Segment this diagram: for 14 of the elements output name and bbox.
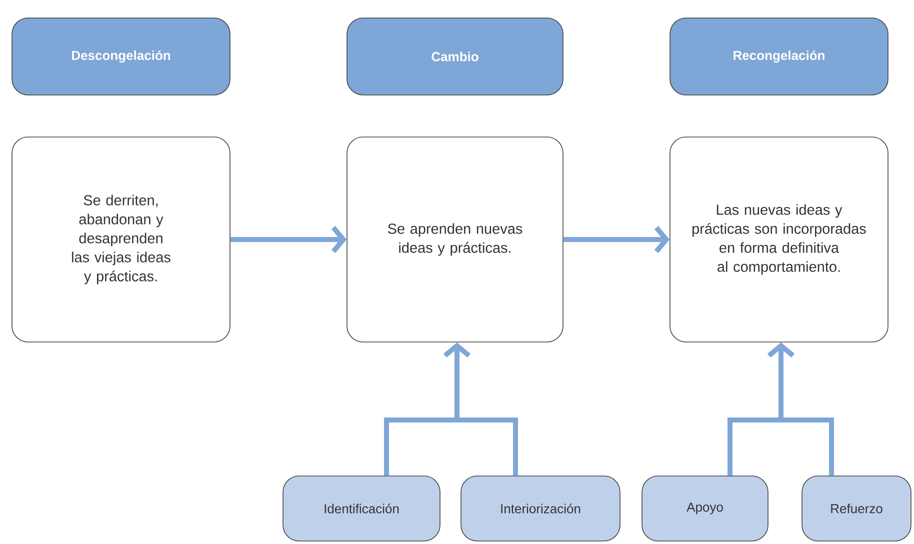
description-box: Se aprenden nuevas ideas y prácticas. <box>346 136 564 342</box>
arrow <box>767 342 795 422</box>
factor-box: Identificación <box>282 476 440 542</box>
factor-box: Apoyo <box>642 476 768 542</box>
stage-header-box: Recongelación <box>670 18 888 96</box>
arrow <box>563 226 670 254</box>
description-box: Las nuevas ideas y prácticas son incorporadas en forma definitiva al comportamiento. <box>670 136 888 342</box>
description-box: Se derriten, abandonan y desaprenden las viejas ideas y prácticas. <box>12 136 230 342</box>
factor-box: Interiorización <box>460 476 620 542</box>
stage-header-box: Cambio <box>346 18 564 96</box>
factor-box: Refuerzo <box>802 476 912 542</box>
stage-header-box: Descongelación <box>12 18 230 96</box>
arrow <box>443 342 471 422</box>
arrow <box>230 226 347 254</box>
